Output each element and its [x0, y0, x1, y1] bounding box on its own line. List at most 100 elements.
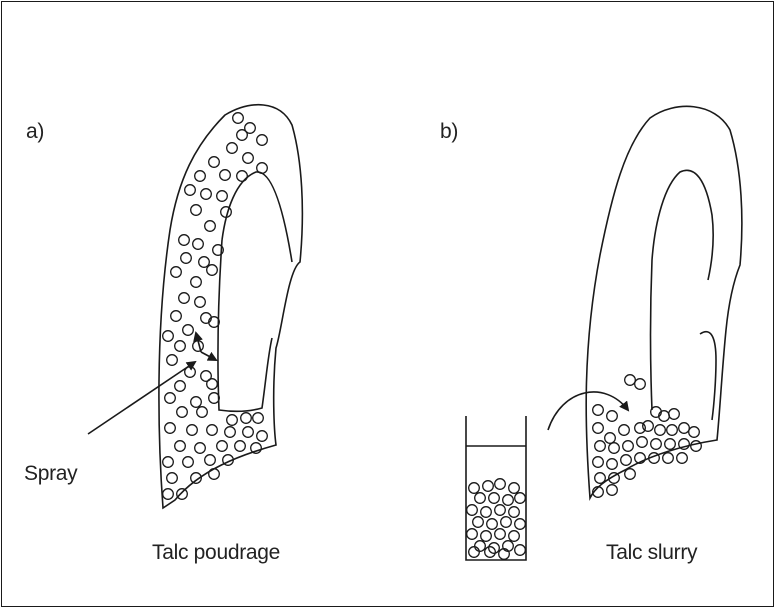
talc-particle [217, 191, 228, 202]
lung-outline-a [159, 105, 302, 508]
talc-particle [191, 205, 202, 216]
talc-particle [193, 239, 204, 250]
talc-particle [257, 135, 268, 146]
talc-particle [651, 439, 662, 450]
talc-particle [619, 425, 630, 436]
talc-particle [217, 441, 228, 452]
talc-particle [163, 457, 174, 468]
talc-particle [481, 531, 492, 542]
panel-a-label: a) [26, 120, 44, 144]
talc-particle [595, 473, 606, 484]
lung-outline-b [586, 106, 742, 498]
talc-particle [495, 479, 506, 490]
talc-particle [175, 381, 186, 392]
talc-particle [220, 170, 231, 181]
talc-particle [163, 331, 174, 342]
talc-particle [509, 507, 520, 518]
talc-particle [175, 441, 186, 452]
talc-particle [509, 483, 520, 494]
talc-particle [183, 325, 194, 336]
talc-particle [625, 375, 636, 386]
talc-particle [171, 311, 182, 322]
spray-label: Spray [24, 462, 77, 486]
talc-particle [469, 547, 480, 558]
talc-particle [495, 529, 506, 540]
talc-particle [195, 443, 206, 454]
talc-particle [171, 267, 182, 278]
pour-arrow [548, 392, 628, 430]
talc-particle [257, 431, 268, 442]
talc-particle [207, 425, 218, 436]
talc-particle [205, 455, 216, 466]
talc-particle [467, 505, 478, 516]
talc-particle [473, 517, 484, 528]
talc-particle [233, 113, 244, 124]
talc-particle [237, 130, 248, 141]
talc-particle [607, 485, 618, 496]
talc-particle [625, 469, 636, 480]
talc-particle [235, 441, 246, 452]
talc-particle [205, 221, 216, 232]
talc-particle [495, 505, 506, 516]
panel-b-caption: Talc slurry [606, 541, 697, 565]
talc-particle [163, 489, 174, 500]
talc-particle [209, 469, 220, 480]
talc-particle [605, 433, 616, 444]
talc-particle [237, 171, 248, 182]
talc-particle [195, 171, 206, 182]
talc-particle [635, 379, 646, 390]
talc-particle [183, 457, 194, 468]
talc-particle [191, 397, 202, 408]
talc-particle [483, 481, 494, 492]
panel-b-label: b) [440, 120, 458, 144]
talc-particle [593, 405, 604, 416]
talc-particle [181, 253, 192, 264]
talc-particle [503, 495, 514, 506]
talc-particle [637, 437, 648, 448]
talc-particle [199, 257, 210, 268]
talc-particle [195, 297, 206, 308]
talc-particle [179, 293, 190, 304]
talc-particle [621, 455, 632, 466]
talc-particle [197, 407, 208, 418]
talc-particle [241, 413, 252, 424]
talc-particle [669, 409, 680, 420]
talc-particle [509, 531, 520, 542]
talc-particle [201, 189, 212, 200]
talc-particle [679, 423, 690, 434]
talc-particle [257, 163, 268, 174]
talc-particle [501, 517, 512, 528]
talc-particle [167, 473, 178, 484]
talc-particle [475, 493, 486, 504]
talc-particle [593, 423, 604, 434]
talc-particle [209, 393, 220, 404]
talc-particle [677, 453, 688, 464]
talc-particle [165, 423, 176, 434]
talc-particle [177, 489, 188, 500]
talc-particle [243, 153, 254, 164]
talc-particle [595, 441, 606, 452]
spray-burst-arrow-right [201, 352, 216, 360]
talc-particle [593, 457, 604, 468]
talc-particle [467, 529, 478, 540]
talc-particle [515, 519, 526, 530]
talc-particle [475, 541, 486, 552]
talc-particle [679, 439, 690, 450]
talc-particle [227, 143, 238, 154]
talc-particle [243, 427, 254, 438]
talc-particle [225, 427, 236, 438]
talc-particle [665, 439, 676, 450]
talc-particle [227, 415, 238, 426]
talc-particle [623, 441, 634, 452]
talc-particle [179, 235, 190, 246]
beaker-talc-particles [467, 479, 526, 560]
talc-particle [607, 459, 618, 470]
panel-a-caption: Talc poudrage [152, 541, 280, 565]
talc-particle [515, 545, 526, 556]
talc-particle [663, 453, 674, 464]
talc-particle [177, 407, 188, 418]
talc-particle [489, 493, 500, 504]
spray-arrow [88, 362, 195, 434]
talc-particle [469, 483, 480, 494]
talc-particle [185, 185, 196, 196]
